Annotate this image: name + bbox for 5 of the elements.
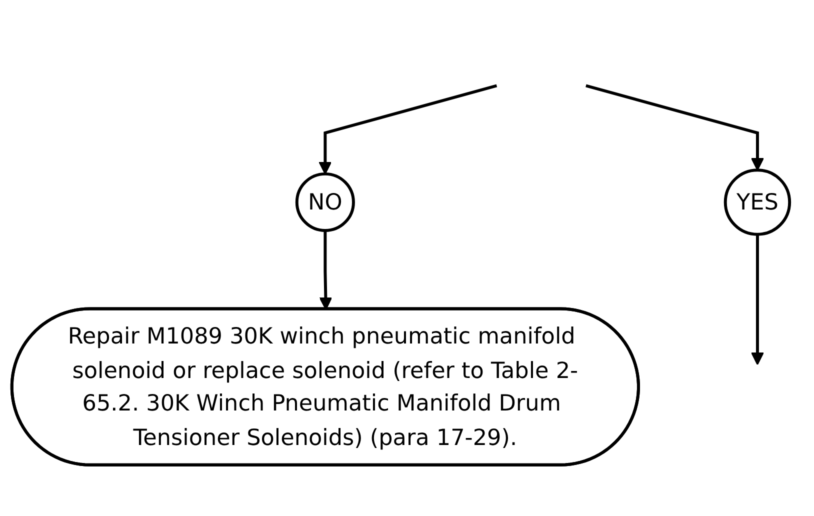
arrow [586, 84, 764, 171]
node-circle: YES [724, 168, 792, 236]
node-circle: NO [295, 172, 355, 232]
arrow [750, 234, 764, 366]
arrow [318, 84, 498, 175]
